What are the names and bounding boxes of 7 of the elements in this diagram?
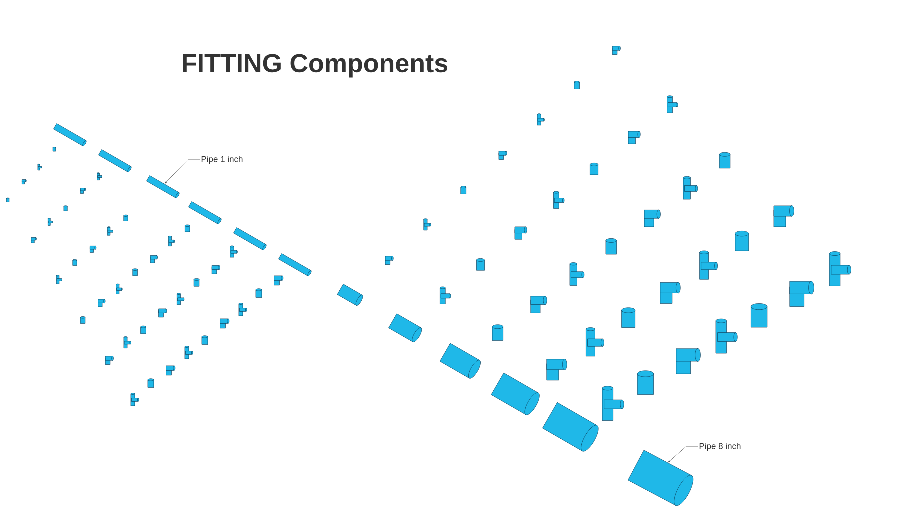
pipe xyxy=(628,450,694,506)
title: FITTING Components xyxy=(183,54,448,78)
leader-line xyxy=(668,446,698,463)
leader-line xyxy=(164,160,200,184)
pipe-label: Pipe 1 inch xyxy=(202,156,243,164)
pipe xyxy=(146,176,180,198)
pipe-label: Pipe 8 inch xyxy=(700,443,741,451)
